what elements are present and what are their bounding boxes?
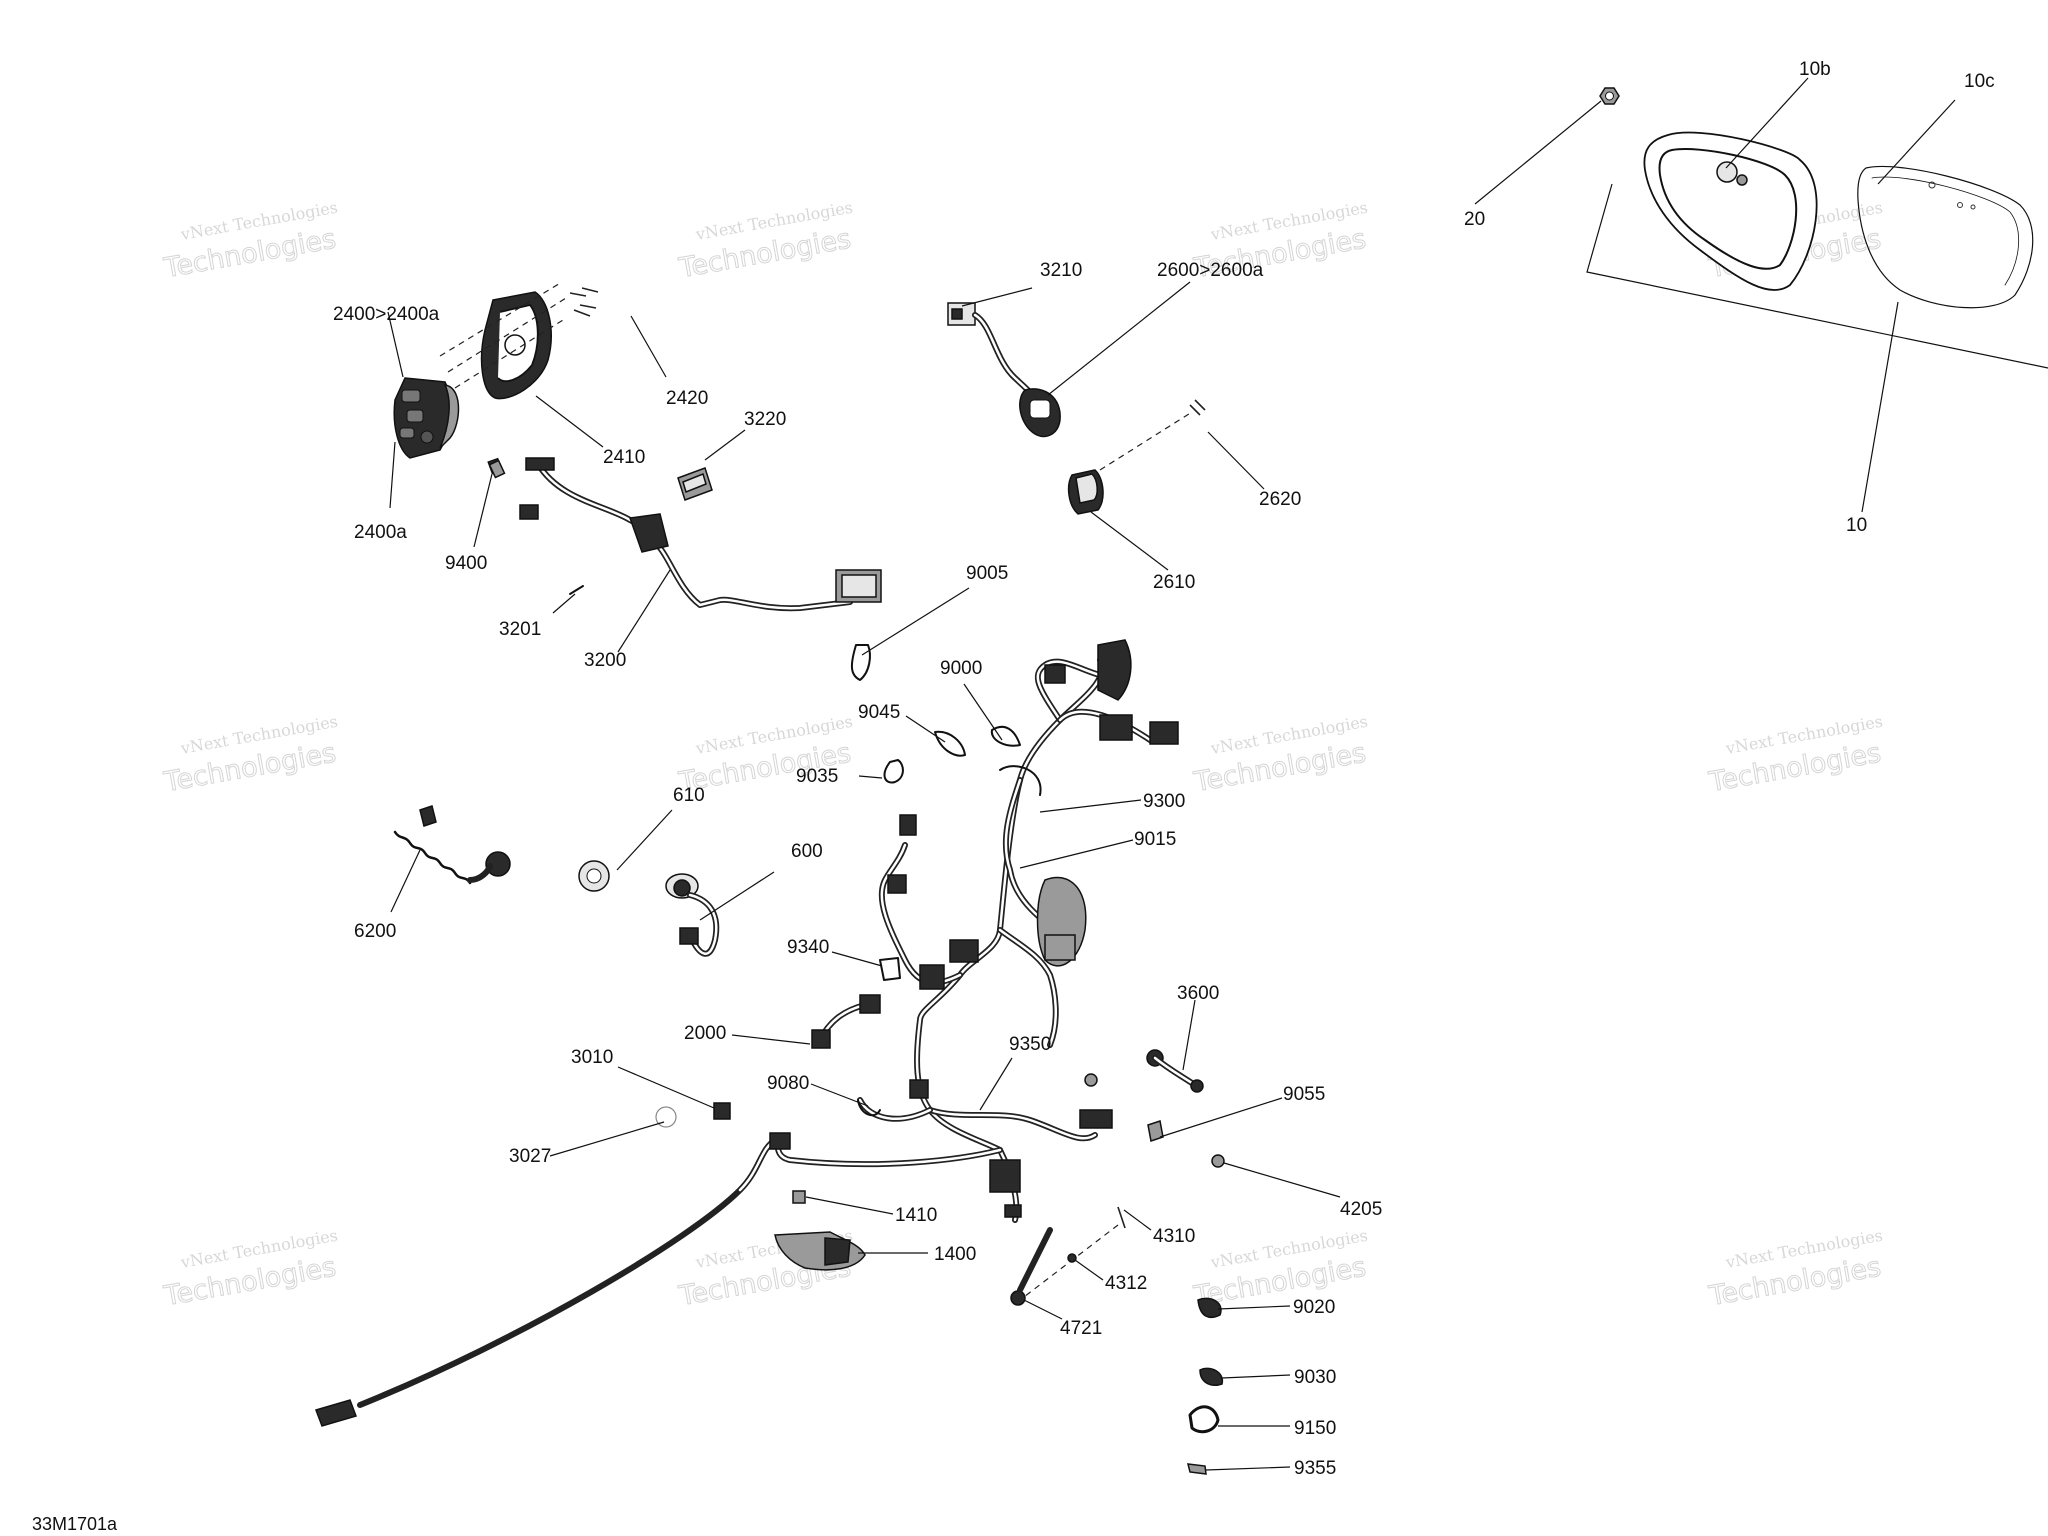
callout-9300: 9300 [1143,791,1185,812]
callout-3220: 3220 [744,409,786,430]
callout-9020: 9020 [1293,1297,1335,1318]
nut-20 [1599,87,1620,105]
tie-9000 [990,725,1021,747]
callout-labels: 10b 10c 20 10 3210 2600>2600a 2400>2400a… [333,59,1995,1479]
callout-4721: 4721 [1060,1318,1102,1339]
ring-3027 [655,1106,677,1128]
clip-9400 [488,459,506,479]
callout-9055: 9055 [1283,1084,1325,1105]
leader-lines [387,77,1956,1471]
screws-2420 [569,287,599,317]
tie-9020 [1197,1297,1222,1319]
part-2610 [1067,469,1104,515]
sensor-2000 [811,994,881,1049]
nut-1410 [792,1190,806,1204]
tie-9030 [1199,1367,1224,1386]
nut-4721 [1010,1290,1026,1306]
callout-3210: 3210 [1040,260,1082,281]
tie-9005 [850,644,871,681]
callout-2400a: 2400a [354,522,407,543]
grommet-610 [578,860,610,892]
callout-2400: 2400>2400a [333,304,440,325]
coil-cable-6200 [393,805,511,885]
bracket-1400 [774,1231,866,1271]
nut-4205 [1211,1154,1225,1168]
handlebar-switch-2400 [393,377,460,459]
callout-4310: 4310 [1153,1226,1195,1247]
clip-9055 [1147,1120,1164,1142]
callout-3200: 3200 [584,650,626,671]
callout-9000: 9000 [940,658,982,679]
nut-upper [1084,1073,1098,1087]
callout-600: 600 [791,841,823,862]
callout-4205: 4205 [1340,1199,1382,1220]
callout-1410: 1410 [895,1205,937,1226]
callout-610: 610 [673,785,705,806]
main-harness [775,639,1179,1223]
callout-9035: 9035 [796,766,838,787]
part-9340 [879,957,901,981]
tie-9045 [934,730,966,757]
callout-9015: 9015 [1134,829,1176,850]
callout-9355: 9355 [1294,1458,1336,1479]
callout-3201: 3201 [499,619,541,640]
tie-9080 [857,1099,881,1117]
screw-3201 [569,585,584,595]
lens-cover-10c [1857,165,2034,309]
callout-9005: 9005 [966,563,1008,584]
callout-4312: 4312 [1105,1273,1147,1294]
callout-9030: 9030 [1294,1367,1336,1388]
tie-9035 [883,759,904,784]
switch-housing-2410 [480,291,552,400]
callout-3010: 3010 [571,1047,613,1068]
callout-2610: 2610 [1153,572,1195,593]
antenna-lead [315,1132,791,1427]
callout-2600: 2600>2600a [1157,260,1264,281]
callout-1400: 1400 [934,1244,976,1265]
sensor-600 [665,873,720,957]
connector-3220 [677,467,713,501]
callout-3027: 3027 [509,1146,551,1167]
cluster-bezel-assembly [1586,87,2048,369]
callout-2620: 2620 [1259,489,1301,510]
callout-10b: 10b [1799,59,1831,80]
clip-9355 [1187,1463,1207,1475]
callout-2420: 2420 [666,388,708,409]
callout-2410: 2410 [603,447,645,468]
callout-9340: 9340 [787,937,829,958]
callout-9150: 9150 [1294,1418,1336,1439]
callout-2000: 2000 [684,1023,726,1044]
connector-3010 [713,1102,731,1120]
callout-6200: 6200 [354,921,396,942]
bezel-frame-10b [1643,131,1818,291]
harness-3200 [487,457,882,612]
tie-9150 [1188,1405,1220,1434]
callout-3600: 3600 [1177,983,1219,1004]
callout-10: 10 [1846,515,1867,536]
callout-20: 20 [1464,209,1485,230]
connector-3210 [947,302,1061,438]
callout-9400: 9400 [445,553,487,574]
callout-10c: 10c [1964,71,1995,92]
washer-4312 [1067,1253,1077,1263]
callout-9080: 9080 [767,1073,809,1094]
ground-strap-3600 [1146,1049,1204,1093]
callout-9045: 9045 [858,702,900,723]
bolt-4310 [1117,1206,1126,1229]
tie-9300 [999,765,1042,796]
figure-code: 33M1701a [32,1514,118,1534]
callout-9350: 9350 [1009,1034,1051,1055]
